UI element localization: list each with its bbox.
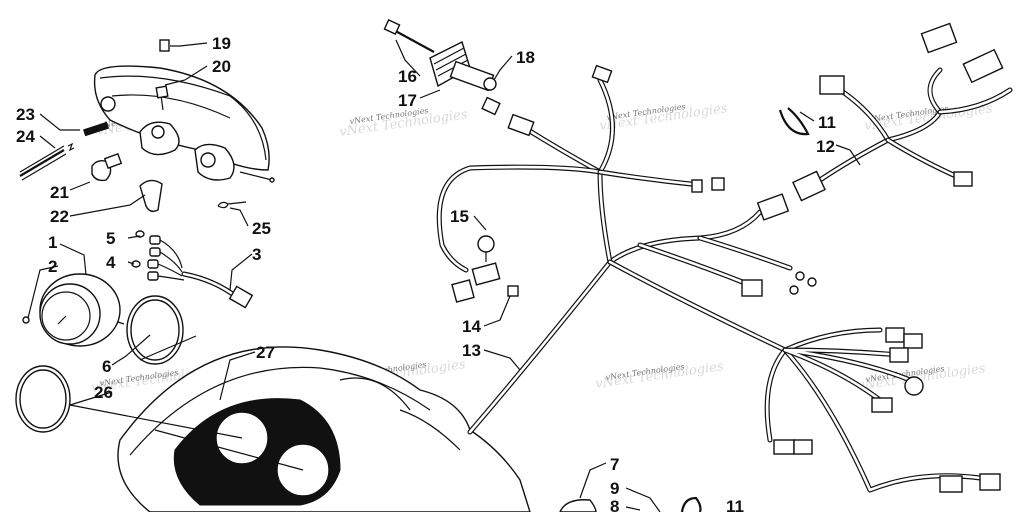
callout-21: 21 <box>50 183 69 202</box>
headlight-assembly <box>93 65 275 183</box>
callout-6: 6 <box>102 357 111 376</box>
callout-26: 26 <box>94 383 113 402</box>
adjuster-screw-part <box>67 121 109 152</box>
main-wiring-harness <box>436 64 1001 493</box>
callout-11-lower: 11 <box>726 497 744 512</box>
boot-part <box>139 179 163 213</box>
callout-22: 22 <box>50 207 69 226</box>
callout-4: 4 <box>106 253 116 272</box>
fuse-holder-part <box>477 235 519 297</box>
callout-14: 14 <box>462 317 481 336</box>
callout-12: 12 <box>816 137 835 156</box>
dash-pod-part <box>117 346 531 512</box>
callout-5: 5 <box>106 229 115 248</box>
callout-25: 25 <box>252 219 271 238</box>
spring-part <box>19 149 65 177</box>
bezel-ring-part <box>15 365 71 433</box>
lower-part <box>559 499 597 512</box>
retainer-clip-part <box>217 201 247 209</box>
callout-13: 13 <box>462 341 481 360</box>
callout-17: 17 <box>398 91 417 110</box>
callout-16: 16 <box>398 67 417 86</box>
grommet-ring-part <box>778 107 810 136</box>
callout-8: 8 <box>610 497 619 512</box>
callout-7: 7 <box>610 455 619 474</box>
callout-24: 24 <box>16 127 35 146</box>
regulator-part <box>383 19 497 92</box>
gauge-harness-part <box>131 230 254 309</box>
callout-2: 2 <box>48 257 57 276</box>
callout-11-upper: 11 <box>818 113 836 132</box>
clip-part <box>159 39 170 52</box>
sub-harness-part <box>792 22 1013 202</box>
callout-9: 9 <box>610 479 619 498</box>
callout-15: 15 <box>450 207 469 226</box>
callout-3: 3 <box>252 245 261 264</box>
speedometer-part <box>22 273 125 347</box>
leader-lines <box>27 39 861 512</box>
bulb-socket-part <box>91 153 123 182</box>
callout-1: 1 <box>48 233 57 252</box>
callout-27: 27 <box>256 343 275 362</box>
callout-18: 18 <box>516 48 535 67</box>
callout-19: 19 <box>212 34 231 53</box>
callouts: 19 20 23 24 21 22 25 5 4 3 1 2 6 26 27 1… <box>16 34 836 512</box>
callout-20: 20 <box>212 57 231 76</box>
callout-23: 23 <box>16 105 35 124</box>
grommet-ring-lower-part <box>680 496 702 512</box>
